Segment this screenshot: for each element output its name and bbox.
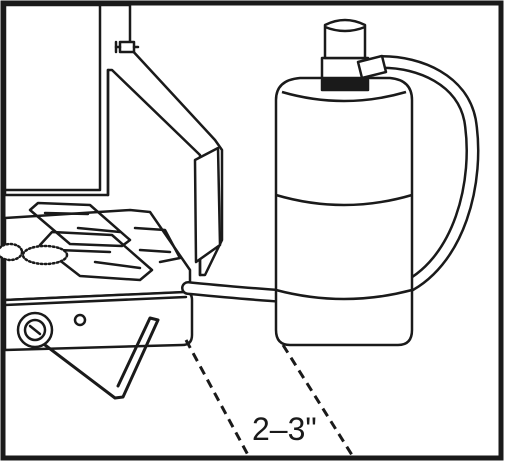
lid-latch-icon [114,40,140,54]
dimension-lines [184,339,354,456]
stove-screw [73,313,87,327]
control-knob-icon [16,311,54,349]
cylinder-body [274,76,414,347]
regulator-cap-top [324,25,366,33]
regulator-cap [323,18,367,60]
burner-ring-left [0,242,24,262]
stove-front-edge [3,295,188,307]
stove-lid-inner [3,3,102,192]
propane-cylinder [274,18,414,347]
cylinder-band-top [275,193,413,207]
burner-ring [21,244,69,266]
cylinder-valve-collar [320,56,370,80]
cylinder-band-bottom [275,288,413,301]
burner-grate-back [28,201,132,248]
burner-grate-front [38,230,154,282]
regulator-fitting [356,54,388,80]
cylinder-valve-ring [320,78,370,92]
stove-leg [43,316,160,400]
dimension-line-cylinder [281,344,354,456]
stove-side-windscreen [193,146,222,264]
dimension-label: 2–3" [252,411,317,447]
cylinder-shoulder [281,90,407,103]
burner-grate-side [133,226,182,264]
camp-stove [0,3,224,400]
dimension-line-stove [184,339,250,456]
